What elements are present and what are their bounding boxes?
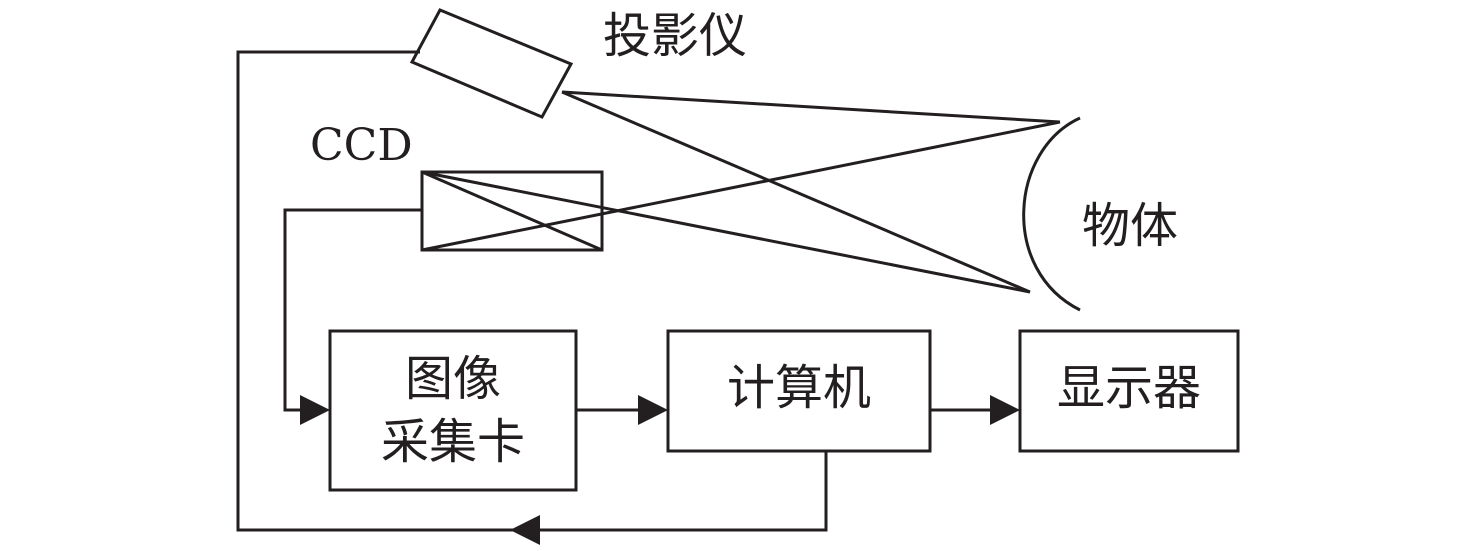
ccd-cross-line-1 — [421, 170, 603, 252]
computer-box — [666, 329, 932, 453]
projector-ray-bottom — [561, 90, 1031, 294]
object-label: 物体 — [1082, 198, 1178, 254]
object-surface — [1022, 116, 1081, 312]
display-box — [1018, 329, 1240, 453]
capture-to-computer-arrowhead — [638, 395, 668, 425]
capture-card-box — [328, 329, 578, 492]
computer-to-projector-line — [236, 50, 828, 532]
capture-card-label-line1: 图像 — [405, 351, 501, 407]
projector-ray-top — [561, 90, 1061, 124]
projector-label: 投影仪 — [603, 8, 747, 64]
projector-box — [409, 8, 574, 119]
ccd-label: CCD — [310, 120, 413, 171]
ccd-ray-top — [421, 120, 1061, 252]
ccd-to-capture-arrowhead — [300, 395, 330, 425]
computer-label: 计算机 — [727, 360, 871, 416]
ccd-to-capture-line — [283, 208, 422, 412]
capture-card-label-line2: 采集卡 — [381, 414, 525, 470]
computer-to-display-arrowhead — [990, 395, 1020, 425]
display-label: 显示器 — [1057, 360, 1201, 416]
computer-to-projector-arrowhead — [510, 515, 540, 545]
ccd-ray-bottom — [421, 170, 1031, 294]
